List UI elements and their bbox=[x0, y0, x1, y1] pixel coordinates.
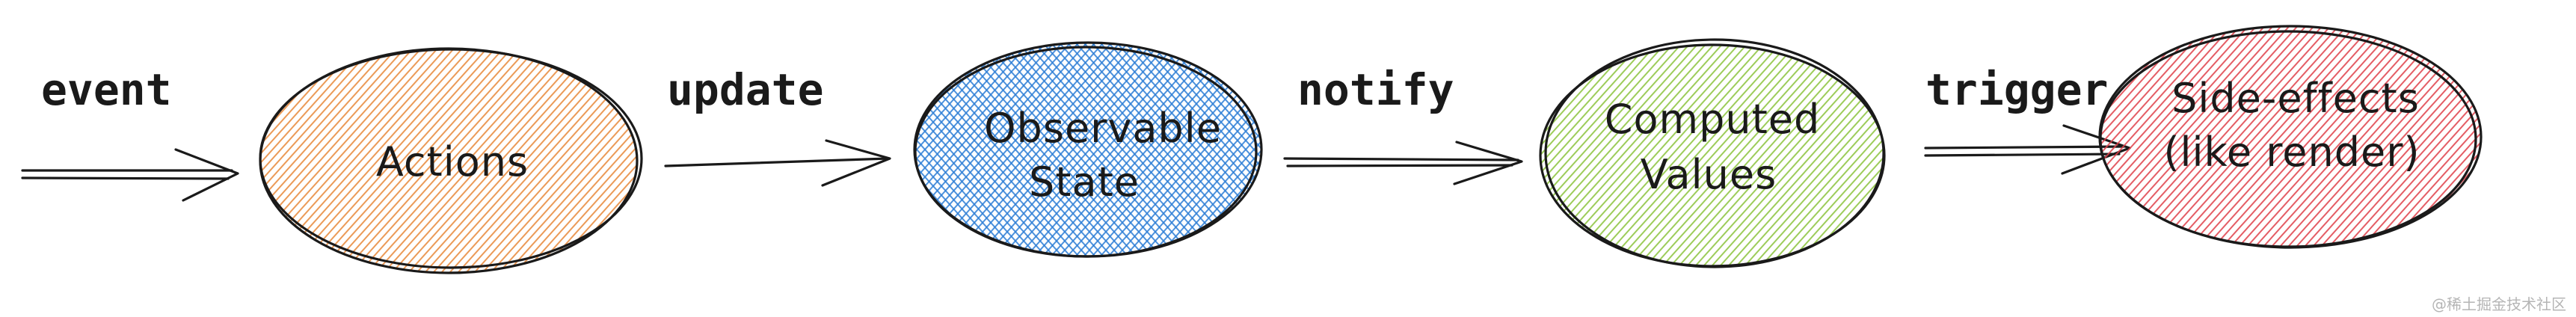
arrow-notify bbox=[1283, 141, 1523, 185]
edge-label-trigger: trigger bbox=[1925, 64, 2108, 115]
arrow-update bbox=[664, 139, 891, 187]
node-label-observable-line1: Observable bbox=[984, 105, 1222, 152]
node-side-effects: Side-effects (like render) bbox=[2098, 25, 2483, 249]
node-label-computed-line2: Values bbox=[1641, 151, 1777, 198]
node-label-sideeffects-line1: Side-effects bbox=[2171, 75, 2420, 122]
watermark: @稀土掘金技术社区 bbox=[2432, 295, 2566, 313]
node-label-actions: Actions bbox=[376, 138, 529, 185]
node-label-computed-line1: Computed bbox=[1605, 96, 1821, 143]
node-label-sideeffects-line2: (like render) bbox=[2163, 129, 2420, 176]
node-label-observable-line2: State bbox=[1029, 158, 1140, 206]
edge-label-update: update bbox=[667, 64, 824, 115]
edge-label-event: event bbox=[41, 64, 172, 115]
edge-label-notify: notify bbox=[1297, 64, 1454, 115]
arrow-event bbox=[21, 148, 239, 202]
